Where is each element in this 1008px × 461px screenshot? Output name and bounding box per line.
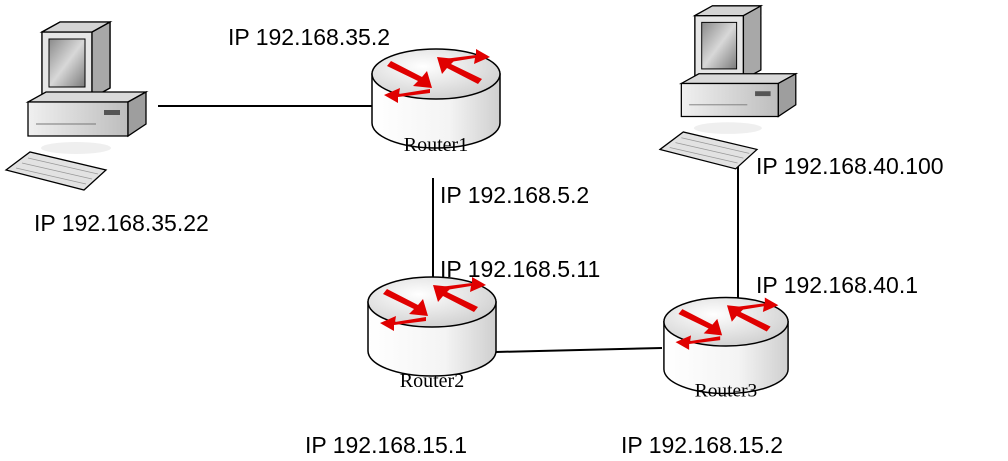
router2-name: Router2 — [400, 370, 464, 392]
ip-label-router1-link: IP 192.168.5.2 — [440, 182, 589, 208]
ip-label-router3-r2: IP 192.168.15.2 — [621, 432, 783, 458]
ip-label-router1-pc: IP 192.168.35.2 — [228, 24, 390, 50]
router3-icon: Router3 — [663, 296, 789, 401]
ip-label-pc-right: IP 192.168.40.100 — [756, 153, 944, 179]
connection-lines — [158, 105, 739, 353]
pc-left-icon — [5, 21, 147, 191]
ip-label-router3-pc: IP 192.168.40.1 — [756, 272, 918, 298]
router1-icon: Router1 — [371, 48, 501, 156]
pc-right-icon — [659, 5, 797, 170]
ip-label-router2-link: IP 192.168.5.11 — [440, 256, 600, 282]
ip-label-router2-r3: IP 192.168.15.1 — [305, 432, 467, 458]
link-router2-router3 — [495, 347, 663, 353]
router2-icon: Router2 — [367, 276, 497, 392]
router1-name: Router1 — [404, 134, 468, 156]
router3-name: Router3 — [695, 380, 757, 401]
ip-label-pc-left: IP 192.168.35.22 — [34, 210, 209, 236]
